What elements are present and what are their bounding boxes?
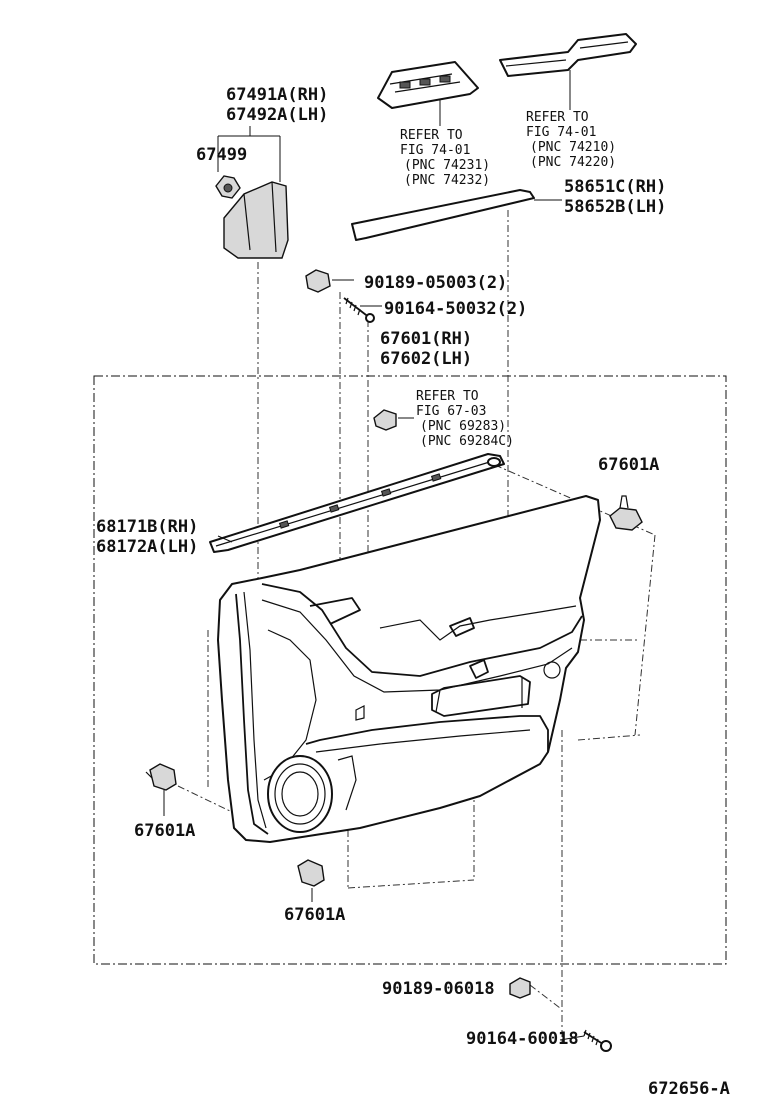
label-90189-06018: 90189-06018 bbox=[382, 979, 495, 999]
clip-67601a-right-part bbox=[609, 495, 643, 531]
label-refer3-line3: (PNC 69283) bbox=[420, 419, 506, 434]
clip-90189-05003-part bbox=[305, 269, 354, 293]
label-refer1-line4: (PNC 74232) bbox=[404, 173, 490, 188]
label-refer2-line4: (PNC 74220) bbox=[530, 155, 616, 170]
door-trim-panel-part bbox=[217, 495, 601, 843]
label-67601a-bottom: 67601A bbox=[284, 905, 345, 925]
label-68172a: 68172A(LH) bbox=[96, 537, 198, 557]
label-refer3-line2: FIG 67-03 bbox=[416, 404, 486, 419]
label-refer1-line1: REFER TO bbox=[400, 128, 463, 143]
label-67601a-left: 67601A bbox=[134, 821, 195, 841]
label-67499: 67499 bbox=[196, 145, 247, 165]
part-labels: 67491A(RH) 67492A(LH) 67499 REFER TO FIG… bbox=[96, 85, 730, 1099]
armrest-pad-part bbox=[351, 189, 562, 241]
label-90164-50032: 90164-50032(2) bbox=[384, 299, 527, 319]
label-refer1-line2: FIG 74-01 bbox=[400, 143, 470, 158]
label-67601: 67601(RH) bbox=[380, 329, 472, 349]
label-refer1-line3: (PNC 74231) bbox=[404, 158, 490, 173]
label-refer2-line2: FIG 74-01 bbox=[526, 125, 596, 140]
label-90164-60018: 90164-60018 bbox=[466, 1029, 579, 1049]
clip-90189-06018-part bbox=[509, 977, 531, 999]
label-58652b: 58652B(LH) bbox=[564, 197, 666, 217]
clip-67601a-bottom-part bbox=[297, 859, 325, 902]
corner-cover-part bbox=[217, 126, 289, 259]
label-67602: 67602(LH) bbox=[380, 349, 472, 369]
label-refer2-line1: REFER TO bbox=[526, 110, 589, 125]
clip-69283-part bbox=[373, 409, 414, 431]
label-58651c: 58651C(RH) bbox=[564, 177, 666, 197]
weatherstrip-part bbox=[209, 453, 505, 553]
power-window-switch-part bbox=[377, 61, 479, 126]
label-67491a: 67491A(RH) bbox=[226, 85, 328, 105]
label-68171b: 68171B(RH) bbox=[96, 517, 198, 537]
clip-67499-part bbox=[215, 175, 241, 199]
label-90189-05003: 90189-05003(2) bbox=[364, 273, 507, 293]
screw-90164-60018-part bbox=[559, 1029, 612, 1052]
label-67492a: 67492A(LH) bbox=[226, 105, 328, 125]
label-refer2-line3: (PNC 74210) bbox=[530, 140, 616, 155]
figure-id: 672656-A bbox=[648, 1079, 730, 1099]
clip-67601a-left-part bbox=[145, 763, 177, 816]
pull-handle-part bbox=[499, 33, 637, 110]
label-67601a-right: 67601A bbox=[598, 455, 659, 475]
label-refer3-line4: (PNC 69284C) bbox=[420, 434, 514, 449]
label-refer3-line1: REFER TO bbox=[416, 389, 479, 404]
assembly-frame bbox=[93, 375, 727, 965]
screw-90164-50032-part bbox=[343, 297, 382, 323]
